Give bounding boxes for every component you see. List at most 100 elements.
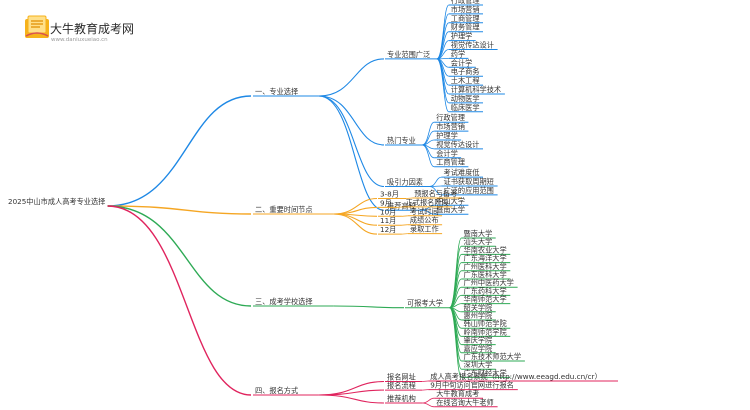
branch-1-sub-2-connector [318,95,385,146]
branch-1-sub-1-connector [318,58,385,97]
branch-4-sub-3-leaf-1: 大牛教育成考 [436,389,479,398]
branch-1-sub-3-leaf-3: 广泛的应用范围 [444,186,494,195]
branch-4-connector [107,205,252,396]
branch-2-sub-4-leaf-1: 成绩公布 [410,216,439,225]
branch-2-sub-5-leaf-1: 录取工作 [410,225,439,234]
logo-url-text: www.daniuxueiao.cn [51,37,108,43]
branch-1-sub-1-leaf-2: 市场营销 [451,5,480,14]
branch-3-sub-1-leaf-17: 深圳大学 [464,360,493,369]
branch-1-label: 一、专业选择 [255,87,298,96]
branch-1-sub-3-connector [318,95,385,188]
branch-1-sub-1-label: 专业范围广泛 [387,50,430,59]
branch-3-sub-1-leaf-2: 汕头大学 [464,237,493,246]
branch-2-sub-2-label: 9月 [380,198,392,207]
branch-3-sub-1-leaf-10: 韶关学院 [464,303,493,312]
branch-1-sub-1-leaf-13-connector [436,58,450,113]
branch-1-sub-4-leaf-2: 暨南大学 [436,205,465,214]
branch-4-sub-2-leaf-1-connector [422,389,429,391]
branch-1-sub-3-label: 吸引力因素 [387,178,423,187]
branch-1-sub-4-leaf-1: 中山大学 [436,196,465,205]
branch-3-sub-1-leaf-3: 华南农业大学 [464,245,507,254]
branch-2-sub-4-label: 11月 [380,216,396,225]
branch-3-sub-1-leaf-15: 嘉应学院 [464,344,493,353]
branch-3-sub-1-leaf-11: 惠州学院 [464,311,493,320]
branch-2-sub-1-leaf-1: 预报名与备考 [414,189,457,198]
branch-4-sub-2-leaf-1: 9月中旬访问官网进行报名 [430,381,514,390]
branch-1-sub-1-leaf-4: 财务管理 [451,23,480,32]
branch-2-sub-3-label: 10月 [380,207,396,216]
logo-brand-text: 大牛教育成考网 [50,22,135,36]
branch-3-sub-1-label: 可报考大学 [407,299,443,308]
branch-1-sub-3-leaf-2: 证书获取周期短 [444,177,494,186]
branch-3-sub-1-leaf-4: 广东海洋大学 [464,254,507,263]
branch-4-label: 四、报名方式 [255,386,298,395]
branch-2-sub-3-leaf-1: 考试时间 [410,207,439,216]
branch-4-sub-1-leaf-1: 成人高考报名系统（http://www.eeagd.edu.cn/cr） [430,372,601,381]
branch-3-sub-1-leaf-13: 岭南师范学院 [464,327,507,336]
branch-3-sub-1-leaf-1: 暨南大学 [464,229,493,238]
branch-2-label: 二、重要时间节点 [255,205,313,214]
branch-1-sub-1-leaf-8: 会计学 [451,58,473,67]
book-logo-icon [25,15,49,38]
branch-2-sub-5-connector [333,213,378,235]
branch-3-sub-1-leaf-14: 肇庆学院 [464,336,493,345]
branch-3-sub-1-leaf-6: 广东医科大学 [464,270,507,279]
branch-3-sub-1-leaf-9: 华南师范大学 [464,295,507,304]
branch-2-sub-5-label: 12月 [380,225,396,234]
branch-1-sub-1-leaf-12: 动物医学 [451,94,480,103]
branch-4-sub-2-label: 报名流程 [387,381,416,390]
branch-1-sub-2-leaf-2: 市场营销 [436,122,465,131]
branch-1-sub-2-leaf-6-connector [422,144,435,168]
branch-2-sub-2-leaf-1: 正式报名阶段 [406,198,449,207]
branch-2-sub-1-leaf-1-connector [406,197,413,199]
branch-1-sub-2-leaf-4: 视觉传达设计 [436,140,479,149]
branch-1-sub-4-label: 推荐高校 [387,201,416,210]
branch-4-sub-3-label: 推荐机构 [387,394,416,403]
branch-3-sub-1-leaf-18: 广东财经大学 [464,368,507,377]
branch-3-sub-1-leaf-18-connector [449,307,462,378]
branch-1-sub-1-leaf-7: 药学 [451,49,465,58]
branch-3-sub-1-leaf-8: 广东药科大学 [464,286,507,295]
branch-4-sub-1-leaf-1-connector [422,380,429,382]
branch-2-sub-5-leaf-1-connector [401,233,408,235]
branch-2-sub-2-leaf-1-connector [397,206,404,208]
branch-3-sub-1-connector [333,305,405,309]
branch-1-connector [107,95,252,207]
branch-3-sub-1-leaf-5: 广州医科大学 [464,262,507,271]
branch-1-sub-1-leaf-1: 行政管理 [451,0,480,5]
branch-4-sub-3-leaf-1-connector [422,397,435,404]
branch-1-sub-3-leaf-3-connector [429,186,442,196]
branch-2-sub-4-leaf-1-connector [401,224,408,226]
branch-1-sub-2-leaf-3: 护理学 [436,131,458,140]
branch-2-sub-3-leaf-1-connector [401,215,408,217]
branch-2-connector [107,205,252,215]
branch-2-sub-1-label: 3-8月 [380,190,399,199]
branch-3-label: 三、成考学校选择 [255,297,313,306]
branch-3-sub-1-leaf-12: 韩山师范学院 [464,319,507,328]
branch-1-sub-1-leaf-3: 工商管理 [451,14,480,23]
branch-1-sub-1-leaf-11: 计算机科学技术 [451,85,501,94]
site-logo [22,12,137,48]
branch-3-sub-1-leaf-7: 广州中医药大学 [464,278,514,287]
root-topic: 2025中山市成人高考专业选择 [8,197,105,206]
branch-1-sub-2-leaf-5: 会计学 [436,149,458,158]
branch-4-sub-1-label: 报名网址 [387,373,416,382]
branch-1-sub-4-leaf-2-connector [422,209,435,215]
branch-1-sub-2-leaf-1: 行政管理 [436,113,465,122]
branch-1-sub-1-leaf-13: 临床医学 [451,103,480,112]
branch-1-sub-4-connector [318,95,385,211]
branch-1-sub-1-leaf-9: 电子商务 [451,67,480,76]
branch-4-sub-3-connector [318,394,385,404]
branch-1-sub-1-leaf-5: 护理学 [451,32,473,41]
branch-1-sub-1-leaf-6: 视觉传达设计 [451,41,494,50]
branch-1-sub-1-leaf-10: 土木工程 [451,76,480,85]
branch-3-sub-1-leaf-16: 广东技术师范大学 [464,352,522,361]
branch-4-sub-3-leaf-2: 在线咨询大牛老师 [436,398,494,407]
branch-1-sub-2-leaf-1-connector [422,121,435,146]
branch-3-connector [107,205,252,307]
branch-1-sub-3-leaf-1-connector [429,176,442,187]
branch-1-sub-2-leaf-6: 工商管理 [436,158,465,167]
branch-1-sub-2-label: 热门专业 [387,136,416,145]
branch-4-sub-3-leaf-2-connector [422,402,435,408]
